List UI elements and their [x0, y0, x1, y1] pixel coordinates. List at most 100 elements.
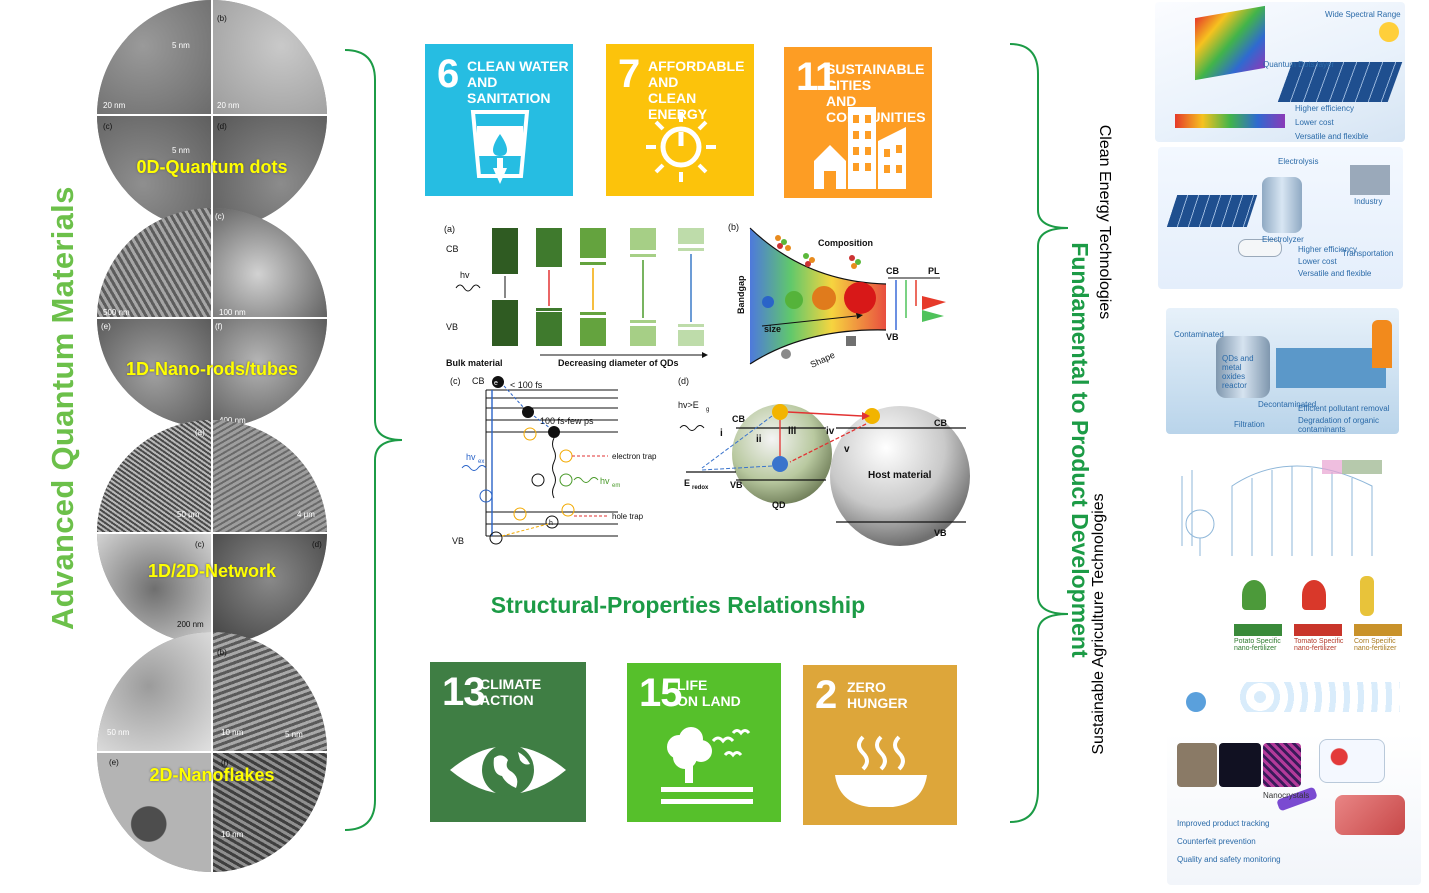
- path-v-label: v: [844, 444, 850, 455]
- hv-em-label: hv: [600, 476, 610, 486]
- sun-power-icon: [646, 112, 716, 182]
- qr-tag: [1263, 743, 1301, 787]
- panel-bullet: Improved product tracking: [1177, 819, 1270, 828]
- panel-bullet: Lower cost: [1295, 118, 1334, 127]
- panel-caption: Electrolyzer: [1262, 235, 1304, 244]
- panel-caption: Filtration: [1234, 420, 1265, 429]
- panel-bullet: Higher efficiency: [1298, 245, 1357, 254]
- panel-tag: (d): [217, 122, 227, 131]
- hv-ex-sub: ex: [478, 459, 484, 465]
- packaging-panel: Nanocrystals Improved product tracking C…: [1167, 733, 1421, 885]
- path-i-label: i: [720, 428, 723, 439]
- sdg-line: SUSTAINABLE CITIES: [826, 61, 925, 93]
- panel-caption: Electrolysis: [1278, 157, 1319, 166]
- cb-label: CB: [886, 266, 899, 276]
- scale-label: 4 μm: [297, 510, 315, 519]
- diagram-a-band-structure: (a) CB VB hv Bulk material Decreasing di…: [444, 224, 708, 368]
- sdg-line: ON LAND: [677, 693, 741, 709]
- greenhouse-sketch: [1181, 460, 1382, 556]
- panel-caption: Corn Specific nano-fertilizer: [1354, 638, 1397, 652]
- qd-cb-label: CB: [732, 414, 745, 424]
- panel-caption: QDs and metal oxides reactor: [1222, 354, 1254, 390]
- e-redox-sub: redox: [692, 485, 709, 491]
- potato-plant: [1242, 580, 1266, 610]
- diagram-b-bandgap-tuning: (b) Composition Bandgap size Shape CB VB…: [728, 222, 946, 370]
- water-pool: [1276, 348, 1386, 388]
- time-2-label: 100 fs-few ps: [540, 416, 594, 426]
- decreasing-diameter-label: Decreasing diameter of QDs: [558, 358, 679, 368]
- scale-label: 10 nm: [221, 830, 244, 839]
- color-tiles: [1175, 114, 1285, 128]
- panel-caption: Nanocrystals: [1263, 791, 1310, 800]
- path-ii-label: ii: [756, 434, 762, 445]
- panel-caption: Transportation: [1342, 249, 1394, 258]
- circle-label: 2D-Nanoflakes: [149, 765, 275, 785]
- electrolysis-panel: Electrolysis Industry Electrolyzer Trans…: [1158, 147, 1403, 289]
- qd-label: QD: [772, 500, 786, 510]
- scale-label: 200 nm: [177, 620, 204, 629]
- bulk-material-label: Bulk material: [446, 358, 503, 368]
- diagram-tag: (a): [444, 224, 455, 234]
- structure-property-label: Structural-Properties Relationship: [490, 592, 866, 618]
- black-tag: [1219, 743, 1261, 787]
- city-buildings-icon: [814, 107, 906, 189]
- diagram-tag: (b): [728, 222, 739, 232]
- panel-caption: Tomato Specific nano-fertilizer: [1294, 638, 1344, 652]
- corn-plant: [1360, 576, 1374, 616]
- greenhouse-panel: [1172, 456, 1404, 564]
- scale-label: 5 nm: [172, 146, 190, 155]
- panel-tag: (c): [195, 540, 205, 549]
- panel-bullet: Efficient pollutant removal: [1298, 404, 1390, 413]
- sdg-line: ACTION: [480, 692, 534, 708]
- diagram-d-charge-transfer: (d) hv>E g CB VB CB VB QD Host material …: [678, 376, 970, 546]
- hv-em-sub: em: [612, 483, 620, 489]
- scale-label: 5 nm: [172, 41, 190, 50]
- scale-label: 20 nm: [217, 101, 240, 110]
- meat-tray: [1335, 795, 1405, 835]
- panel-bullet: Higher efficiency: [1295, 104, 1354, 113]
- circle-2d-nanoflakes: (b) (e) (f) 50 nm 10 nm 5 nm 10 nm 2D-Na…: [97, 632, 327, 872]
- panel-tag: (f): [215, 322, 223, 331]
- panel-tag: (d): [312, 540, 322, 549]
- scale-label: 50 μm: [177, 510, 200, 519]
- sdg-line: CLEAN WATER: [467, 58, 569, 74]
- nano-fertilizer-panel: Potato Specific nano-fertilizer Tomato S…: [1170, 572, 1407, 720]
- sdg-line: HUNGER: [847, 695, 908, 711]
- worker-figure: [1372, 320, 1392, 368]
- size-label: size: [764, 324, 781, 334]
- panel-caption: Quantum Dots layer: [1263, 60, 1335, 69]
- car-shape: [1238, 239, 1282, 257]
- vb-label: VB: [446, 322, 458, 332]
- colorful-qd-sheet: [1195, 5, 1265, 81]
- right-bracket: [1009, 43, 1069, 823]
- electron-label: e: [494, 380, 498, 387]
- panel-tag: (b): [217, 14, 227, 23]
- panel-bullet: Lower cost: [1298, 257, 1337, 266]
- sdg-line: LIFE: [677, 677, 708, 693]
- sdg-line: AND SANITATION: [467, 74, 551, 106]
- clean-energy-title: Clean Energy Technologies: [1096, 124, 1113, 320]
- label-tag: [1294, 624, 1342, 636]
- sdg-line: AFFORDABLE AND: [648, 58, 745, 90]
- panel-tag: (c): [215, 212, 225, 221]
- panel-tag: (c): [103, 122, 113, 131]
- host-material-label: Host material: [868, 470, 932, 481]
- circle-0d-quantum-dots: (b) (c) (d) 5 nm 20 nm 20 nm 5 nm 0D-Qua…: [97, 0, 327, 230]
- host-vb-label: VB: [934, 528, 947, 538]
- cb-label: CB: [446, 244, 459, 254]
- brown-tag: [1177, 743, 1217, 787]
- sun-icon: [1379, 22, 1399, 42]
- bandgap-label: Bandgap: [736, 275, 746, 314]
- scale-label: 20 nm: [103, 101, 126, 110]
- circle-label: 1D-Nano-rods/tubes: [125, 359, 298, 379]
- reactor-tank: [1216, 336, 1270, 398]
- circle-label: 1D/2D-Network: [147, 561, 277, 581]
- diagram-c-carrier-dynamics: (c) CB VB e < 100 fs 100 fs-few ps hv ex…: [450, 376, 657, 546]
- circle-label: 0D-Quantum dots: [136, 157, 288, 177]
- panel-bullet: Quality and safety monitoring: [1177, 855, 1281, 864]
- diagram-tag: (d): [678, 376, 689, 386]
- panel-tag: (f): [221, 758, 229, 767]
